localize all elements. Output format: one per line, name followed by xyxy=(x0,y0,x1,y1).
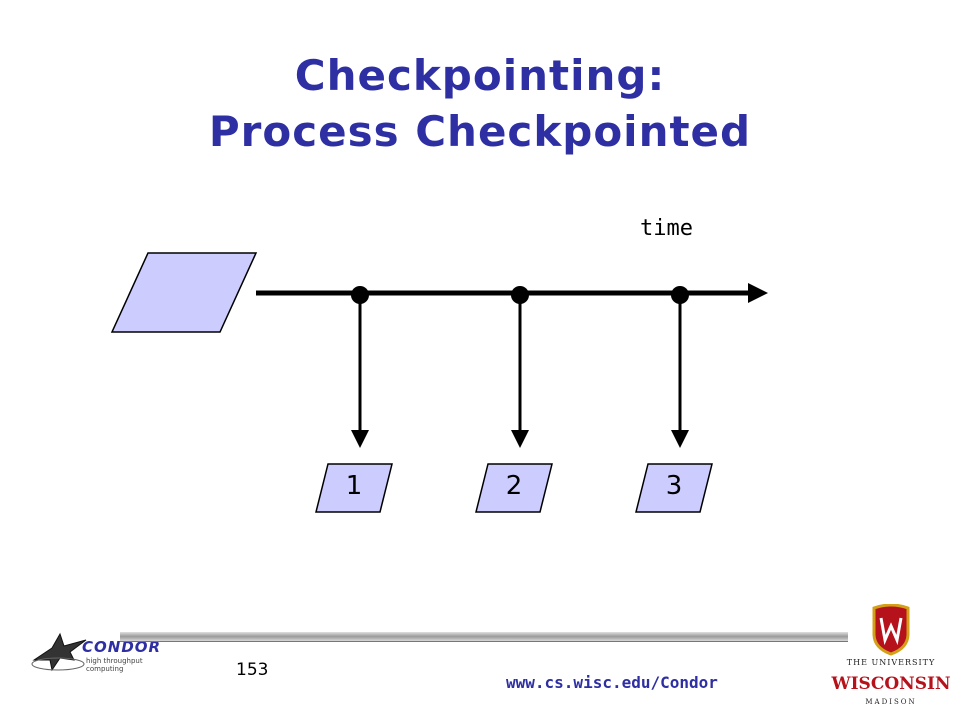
checkpoint-dot-2 xyxy=(511,286,529,304)
process-shape xyxy=(110,252,258,333)
checkpoint-arrowhead-1 xyxy=(351,430,369,448)
uw-madison-logo: THE UNIVERSITY WISCONSIN MADISON xyxy=(828,604,954,716)
slide-title: Checkpointing: Process Checkpointed xyxy=(0,48,960,160)
checkpoint-label-2: 2 xyxy=(505,471,523,501)
uw-crest-icon xyxy=(872,604,910,656)
checkpoint-box-3 xyxy=(635,463,713,513)
checkpoint-dot-3 xyxy=(671,286,689,304)
condor-logo-tagline: high throughput computing xyxy=(86,657,143,673)
timeline-arrowhead xyxy=(748,283,768,303)
checkpoint-arrowhead-3 xyxy=(671,430,689,448)
checkpoint-dot-1 xyxy=(351,286,369,304)
slide-title-line-2: Process Checkpointed xyxy=(208,107,752,156)
page-number: 153 xyxy=(236,660,269,680)
checkpoint-box-2 xyxy=(475,463,553,513)
checkpoint-label-3: 3 xyxy=(665,471,683,501)
condor-logo: CONDOR high throughput computing xyxy=(30,630,176,676)
uw-logo-line-3: MADISON xyxy=(865,698,917,706)
checkpoint-arrowhead-2 xyxy=(511,430,529,448)
footer-url-link[interactable]: www.cs.wisc.edu/Condor xyxy=(506,673,718,692)
condor-logo-text: CONDOR xyxy=(82,638,162,656)
timeline-label: time xyxy=(640,216,693,241)
slide-title-line-1: Checkpointing: xyxy=(294,51,666,100)
uw-logo-line-1: THE UNIVERSITY xyxy=(846,658,936,667)
condor-bird-icon xyxy=(31,632,87,672)
footer-divider-bar xyxy=(120,632,848,642)
checkpoint-box-1 xyxy=(315,463,393,513)
uw-logo-line-2: WISCONSIN xyxy=(831,674,951,694)
checkpoint-label-1: 1 xyxy=(345,471,363,501)
